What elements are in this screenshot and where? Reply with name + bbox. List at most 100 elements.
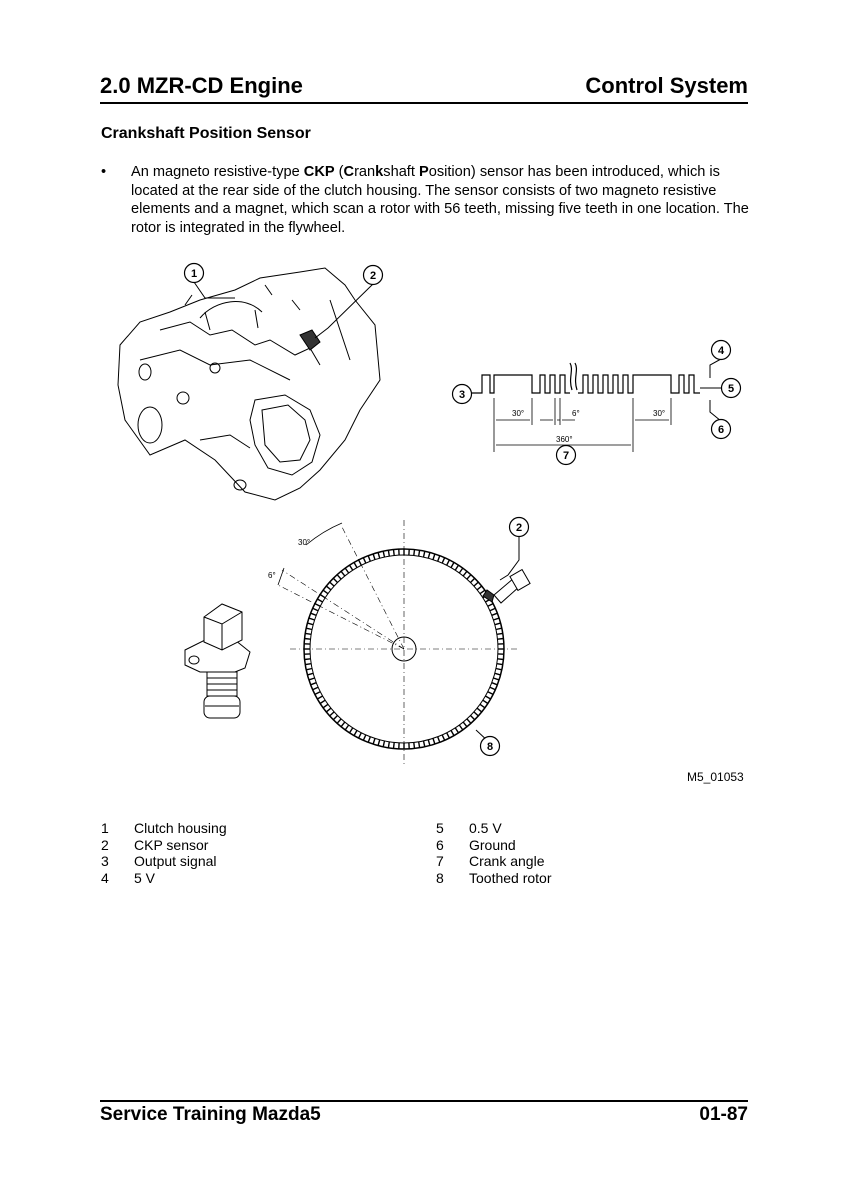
- rotor-tooth: [482, 699, 489, 705]
- rotor-tooth: [372, 738, 376, 745]
- callout-2-top: 2: [370, 270, 376, 282]
- callout-4: 4: [718, 345, 725, 357]
- signal-label-360: 360°: [556, 435, 573, 444]
- rotor-tooth: [304, 658, 311, 661]
- rotor-tooth: [458, 567, 464, 574]
- callout-8: 8: [487, 741, 493, 753]
- rotor-tooth: [332, 715, 338, 721]
- rotor-tooth: [353, 730, 358, 736]
- rotor-tooth: [304, 637, 311, 640]
- signal-label-30-b: 30°: [653, 409, 665, 418]
- legend-label: Crank angle: [469, 853, 545, 869]
- rotor-tooth: [322, 703, 329, 709]
- bullet-text: An magneto resistive-type CKP (Crankshaf…: [131, 163, 751, 237]
- rotor-tooth: [377, 739, 381, 746]
- rotor-tooth: [306, 627, 313, 631]
- rotor-tooth: [357, 732, 362, 739]
- rotor-tooth: [329, 711, 335, 717]
- rotor-tooth: [312, 686, 319, 691]
- rotor-tooth: [307, 622, 314, 626]
- signal-label-30-a: 30°: [512, 409, 524, 418]
- rotor-tooth: [494, 672, 501, 676]
- bullet-text-run: shaft: [383, 164, 419, 180]
- rotor-tooth: [332, 577, 338, 583]
- rotor-tooth: [308, 617, 315, 621]
- callout-7: 7: [563, 450, 569, 462]
- legend-label: Output signal: [134, 853, 217, 869]
- rotor-tooth: [336, 574, 342, 580]
- legend-num: 4: [101, 869, 109, 886]
- bullet-text-run: CKP: [303, 164, 335, 180]
- page-footer: Service Training Mazda5 01-87: [100, 1100, 748, 1132]
- rotor-tooth: [344, 724, 350, 731]
- legend-num: 1: [101, 820, 109, 836]
- legend-label: Clutch housing: [134, 820, 227, 836]
- rotor-tooth: [392, 742, 395, 749]
- bullet-text-run: (: [334, 164, 344, 180]
- rotor-tooth: [413, 549, 416, 556]
- rotor-tooth: [314, 691, 321, 696]
- legend-num: 3: [101, 853, 109, 869]
- rotor-tooth: [476, 585, 483, 591]
- rotor-tooth: [325, 707, 332, 713]
- rotor-tooth: [427, 552, 431, 559]
- rotor-tooth: [495, 627, 502, 631]
- legend-num: 8: [436, 869, 444, 886]
- toothed-rotor-drawing: [277, 520, 520, 765]
- bullet-text-run: P: [418, 164, 429, 180]
- rotor-tooth: [487, 602, 494, 607]
- rotor-ckp-sensor-drawing: [482, 568, 531, 604]
- rotor-tooth: [382, 551, 386, 558]
- rotor-tooth: [450, 562, 455, 568]
- rotor-tooth: [317, 695, 323, 700]
- rotor-tooth: [454, 564, 460, 571]
- rotor-tooth: [491, 682, 498, 686]
- bullet-text-run: osition) sensor has been introduced, whi…: [131, 164, 749, 236]
- signal-dimension-lines: [493, 398, 672, 452]
- rotor-tooth: [413, 742, 416, 749]
- rotor-tooth: [450, 730, 455, 736]
- rotor-tooth: [462, 570, 468, 577]
- rotor-tooth: [432, 738, 436, 745]
- rotor-tooth: [367, 555, 371, 562]
- rotor-tooth: [470, 715, 476, 721]
- bullet-text-run: k: [375, 164, 384, 180]
- legend-label: 0.5 V: [469, 820, 502, 836]
- rotor-tooth: [493, 677, 500, 681]
- rotor-tooth: [473, 581, 479, 587]
- rotor-tooth: [310, 612, 317, 616]
- rotor-tooth: [441, 557, 446, 564]
- callout-6: 6: [718, 424, 724, 436]
- bullet-text-run: C: [343, 164, 355, 180]
- rotor-tooth: [329, 581, 335, 587]
- page-header: 2.0 MZR-CD Engine Control System: [100, 72, 748, 104]
- rotor-tooth: [441, 734, 446, 741]
- rotor-tooth: [494, 622, 501, 626]
- rotor-tooth: [462, 721, 468, 728]
- rotor-tooth: [308, 677, 315, 681]
- rotor-tooth: [497, 658, 504, 661]
- legend-label: Toothed rotor: [469, 869, 552, 886]
- legend-label: Ground: [469, 836, 516, 853]
- rotor-tooth: [305, 663, 312, 666]
- rotor-tooth: [496, 632, 503, 635]
- rotor-tooth: [466, 574, 472, 580]
- legend-label: CKP sensor: [134, 836, 209, 853]
- legend-num: 5: [436, 820, 444, 836]
- rotor-tooth: [432, 553, 436, 560]
- ckp-sensor-figure: 30° 6° 30° 360° 30° 6° 1 2 3 4 5 6 7 2 8: [117, 262, 742, 765]
- page-number: 01-87: [699, 1104, 748, 1125]
- rotor-tooth: [489, 686, 496, 691]
- rotor-tooth: [437, 555, 441, 562]
- bullet-text-run: ran: [354, 164, 376, 180]
- rotor-tooth: [493, 617, 500, 621]
- rotor-tooth: [487, 691, 494, 696]
- signal-text: 30° 6° 30° 360° 30° 6°: [268, 409, 665, 580]
- bullet-text-run: An magneto resistive-type: [131, 164, 304, 180]
- rotor-tooth: [496, 663, 503, 666]
- rotor-tooth: [367, 736, 371, 743]
- rotor-tooth: [348, 727, 354, 734]
- rotor-tooth: [476, 707, 483, 713]
- rotor-tooth: [382, 740, 386, 747]
- rotor-label-6: 6°: [268, 571, 276, 580]
